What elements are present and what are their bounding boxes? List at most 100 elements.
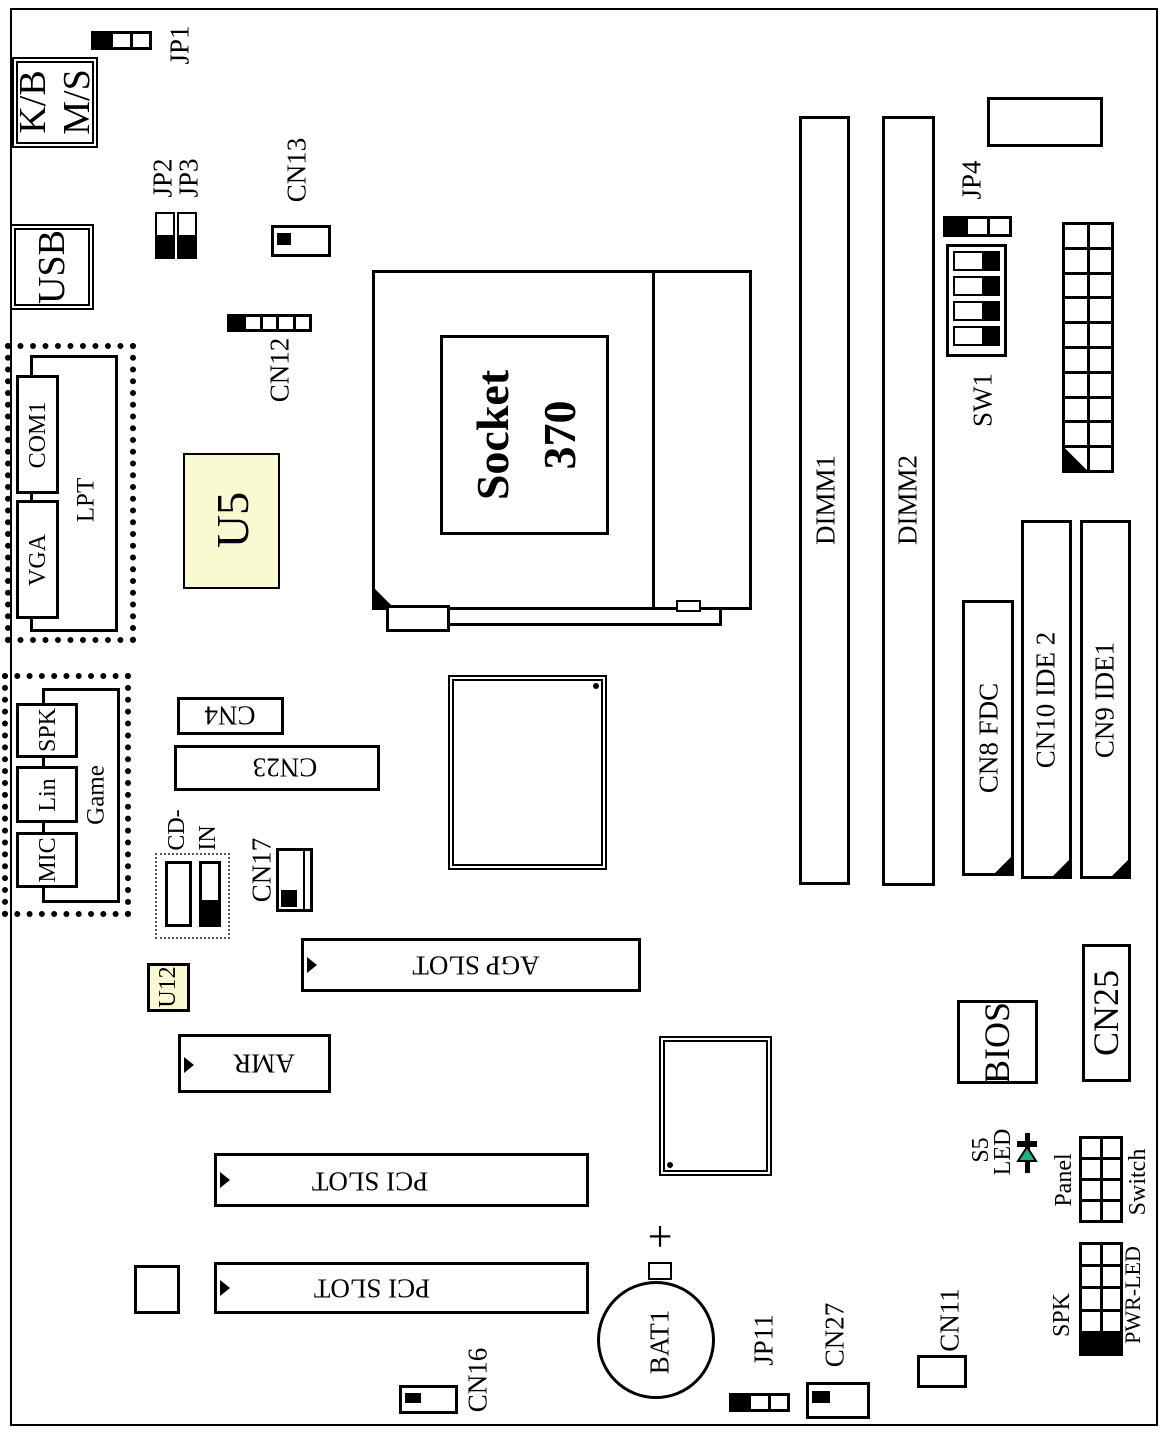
spk-jack bbox=[16, 703, 78, 758]
panel-label: Panel bbox=[1051, 1153, 1077, 1207]
u12-chip bbox=[147, 963, 190, 1012]
cn9-ide1-connector bbox=[1080, 520, 1131, 879]
panel-switch-header bbox=[1079, 1136, 1123, 1223]
jp1-jumper bbox=[91, 31, 152, 50]
led-label: LED bbox=[990, 1128, 1016, 1176]
spk-jack-label: SPK bbox=[35, 707, 61, 753]
dimm2-label: DIMM2 bbox=[892, 454, 923, 546]
battery-plus-sign: + bbox=[647, 1212, 673, 1261]
cn27-label: CN27 bbox=[819, 1302, 850, 1368]
jp2-jumper bbox=[155, 212, 175, 259]
amr-slot bbox=[178, 1034, 331, 1093]
cn23-connector bbox=[174, 745, 380, 791]
cn12-header bbox=[227, 314, 312, 332]
mic-jack bbox=[16, 832, 78, 888]
cn17-connector bbox=[276, 848, 313, 912]
dimm1-label: DIMM1 bbox=[810, 454, 841, 546]
battery-terminal bbox=[648, 1262, 672, 1280]
south-bridge-chip bbox=[659, 1036, 772, 1176]
switch-label: Switch bbox=[1125, 1148, 1151, 1216]
jp3-label: JP3 bbox=[173, 158, 204, 198]
pwr-led-label: PWR-LED bbox=[1120, 1246, 1145, 1344]
cn9-label: CN9 IDE1 bbox=[1089, 641, 1120, 759]
jp11-label: JP11 bbox=[748, 1314, 779, 1366]
agp-slot bbox=[301, 938, 641, 992]
kb-label: K/B bbox=[12, 70, 54, 134]
cd-in-connector-2 bbox=[199, 861, 221, 927]
cn25-label: CN25 bbox=[1086, 969, 1126, 1057]
board-outline bbox=[10, 8, 1158, 1426]
jp1-label: JP1 bbox=[164, 25, 195, 65]
pci-slot-2 bbox=[214, 1262, 589, 1314]
socket-lever-handle bbox=[386, 605, 450, 632]
jp4-jumper bbox=[943, 216, 1012, 237]
dimm2-slot bbox=[882, 116, 935, 886]
spk-panel-label: SPK bbox=[1049, 1292, 1075, 1338]
cn27-connector bbox=[806, 1382, 870, 1419]
cn13-label: CN13 bbox=[281, 137, 312, 203]
usb-port bbox=[10, 224, 94, 310]
agp-slot-label: AGP SLOT bbox=[412, 950, 540, 981]
u5-label: U5 bbox=[207, 491, 258, 549]
game-label: Game bbox=[82, 765, 110, 825]
north-bridge-chip bbox=[448, 675, 607, 870]
amr-label: AMR bbox=[233, 1048, 295, 1079]
pci-slot-1-label: PCI SLOT bbox=[311, 1166, 429, 1197]
jp2-label: JP2 bbox=[147, 158, 178, 198]
cn17-label: CN17 bbox=[246, 837, 277, 903]
cn16-connector bbox=[399, 1385, 458, 1414]
battery-bat1 bbox=[597, 1281, 715, 1399]
component-square bbox=[134, 1265, 180, 1314]
vga-label: VGA bbox=[25, 534, 51, 586]
cn13-connector bbox=[271, 225, 331, 257]
cn25-connector bbox=[1082, 944, 1131, 1082]
spk-pwr-led-header bbox=[1079, 1242, 1123, 1356]
audio-port-group bbox=[2, 673, 131, 917]
socket-label-box bbox=[440, 335, 609, 535]
sw1-dip-switch bbox=[946, 244, 1007, 357]
cd-in-connector-1 bbox=[165, 861, 192, 927]
com1-label: COM1 bbox=[25, 401, 51, 469]
mic-label: MIC bbox=[35, 837, 61, 883]
line-in-label: Lin bbox=[35, 778, 61, 812]
lpt-label: LPT bbox=[72, 477, 100, 523]
kb-ms-port bbox=[12, 57, 98, 148]
jp4-label: JP4 bbox=[956, 160, 987, 200]
jp3-jumper bbox=[177, 212, 197, 259]
cd-label: CD- bbox=[164, 809, 190, 851]
socket-latch bbox=[676, 600, 701, 612]
u12-label: U12 bbox=[155, 966, 181, 1008]
cn8-label: CN8 FDC bbox=[973, 682, 1004, 794]
component-box bbox=[987, 97, 1103, 147]
bios-chip bbox=[957, 1000, 1038, 1084]
cn10-label: CN10 IDE 2 bbox=[1030, 631, 1061, 769]
cn4-label: CN4 bbox=[204, 700, 256, 731]
sw1-label: SW1 bbox=[967, 373, 998, 427]
usb-label: USB bbox=[31, 230, 73, 304]
com1-port bbox=[16, 375, 59, 494]
socket-number-label: 370 bbox=[534, 400, 585, 470]
socket-label: Socket bbox=[467, 369, 518, 501]
io-port-group bbox=[5, 343, 136, 643]
cd-in-group bbox=[155, 853, 230, 939]
u5-chip bbox=[183, 453, 280, 589]
vga-port bbox=[16, 500, 59, 619]
cn12-label: CN12 bbox=[264, 337, 295, 403]
cn16-label: CN16 bbox=[462, 1347, 493, 1413]
cn11-label: CN11 bbox=[934, 1288, 965, 1352]
dimm1-slot bbox=[799, 116, 850, 885]
ms-label: M/S bbox=[56, 69, 98, 135]
in-label: IN bbox=[195, 825, 221, 851]
s5-led-diode-icon bbox=[1016, 1133, 1038, 1173]
jp11-jumper bbox=[729, 1393, 790, 1412]
cn11-connector bbox=[917, 1355, 967, 1388]
cn4-connector bbox=[177, 697, 284, 735]
cn23-label: CN23 bbox=[252, 752, 318, 783]
cn8-fdc-connector bbox=[962, 600, 1014, 876]
pci-slot-2-label: PCI SLOT bbox=[313, 1273, 431, 1304]
atx-power-connector bbox=[1062, 222, 1114, 473]
line-in-jack bbox=[16, 766, 78, 823]
bios-label: BIOS bbox=[977, 1001, 1017, 1085]
pci-slot-1 bbox=[214, 1153, 589, 1207]
